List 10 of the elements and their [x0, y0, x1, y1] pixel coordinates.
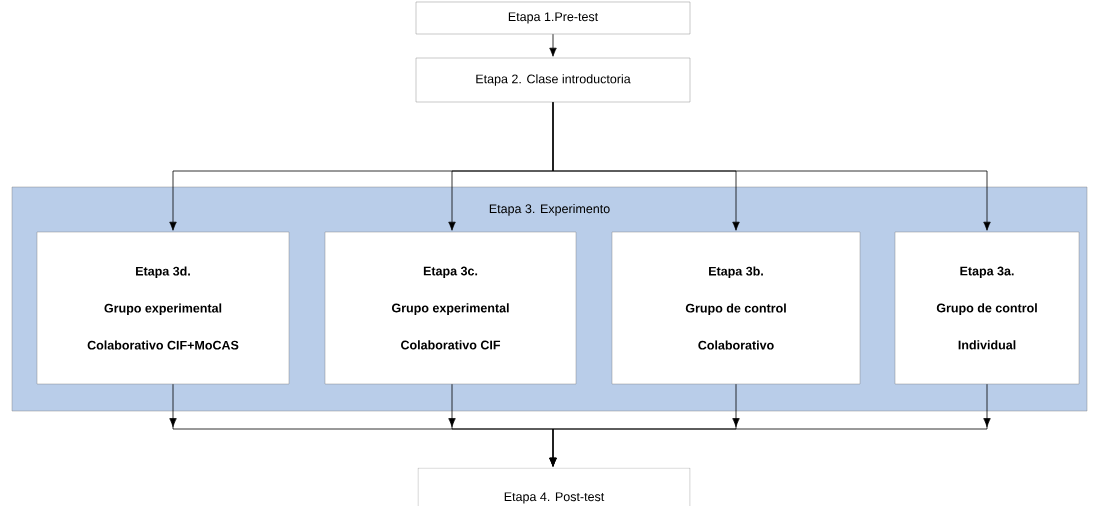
step-box: Etapa 1.Pre-test — [415, 1, 691, 35]
stage-box: Etapa 3d. Grupo experimental Colaborativo CIF+MoCAS — [36, 231, 290, 385]
stage-box: Etapa 3b. Grupo de control Colaborativo — [611, 231, 861, 385]
arrow — [549, 383, 991, 467]
arrow — [549, 33, 557, 57]
arrow — [552, 101, 991, 231]
stage-box: Etapa 3c. Grupo experimental Colaborativo CIF — [324, 231, 577, 385]
step-box: Etapa 2. Clase introductoria — [415, 57, 691, 103]
stage-box: Etapa 3a. Grupo de control Individual — [894, 231, 1080, 385]
step-box: Etapa 4. Post-test — [417, 467, 691, 506]
